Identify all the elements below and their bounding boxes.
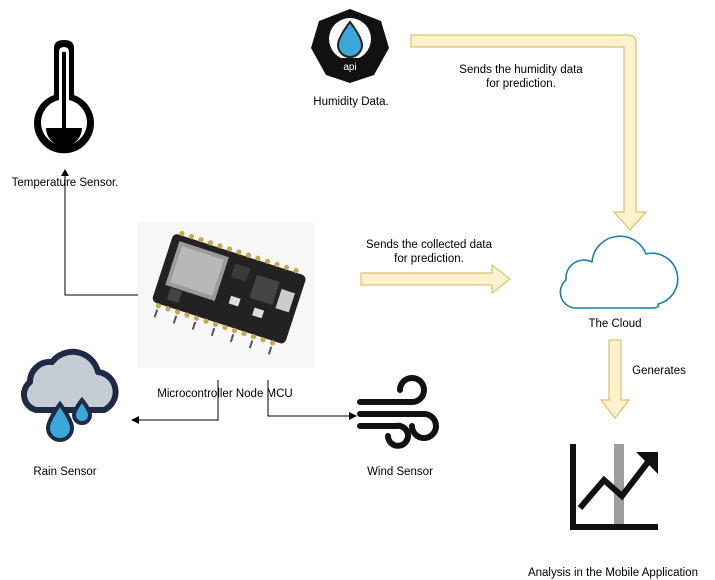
- wind-sensor-label: Wind Sensor: [367, 466, 433, 478]
- rain-sensor-label: Rain Sensor: [33, 466, 96, 478]
- humidity-to-cloud-arrow: [410, 34, 648, 231]
- nodemcu-board-icon: [138, 222, 314, 368]
- wind-icon: [357, 375, 439, 449]
- thermometer-icon: [34, 40, 95, 154]
- the-cloud-label: The Cloud: [588, 318, 641, 330]
- board-to-temperature-connector: [61, 169, 140, 296]
- rain-cloud-icon: [21, 348, 119, 442]
- humidity-edge-label-line1: Sends the humidity data: [459, 64, 583, 76]
- api-drop-icon: [311, 9, 389, 83]
- board-to-wind-connector: [267, 380, 357, 420]
- api-badge-label: api: [343, 62, 356, 73]
- humidity-edge-label-line2: for prediction.: [486, 78, 556, 90]
- analysis-label: Analysis in the Mobile Application: [528, 567, 698, 579]
- board-to-cloud-arrow: [360, 263, 511, 295]
- humidity-data-label: Humidity Data.: [313, 96, 388, 108]
- generates-edge-label: Generates: [632, 365, 686, 377]
- line-chart-icon: [570, 444, 658, 530]
- collected-edge-label-line2: for prediction.: [394, 253, 464, 265]
- collected-edge-label-line1: Sends the collected data: [366, 239, 493, 251]
- cloud-icon: [559, 235, 679, 309]
- cloud-to-analysis-arrow: [599, 339, 631, 419]
- microcontroller-label: Microcontroller Node MCU: [157, 388, 292, 400]
- board-to-rain-connector: [131, 380, 219, 424]
- temperature-sensor-label: Temperature Sensor.: [12, 177, 119, 189]
